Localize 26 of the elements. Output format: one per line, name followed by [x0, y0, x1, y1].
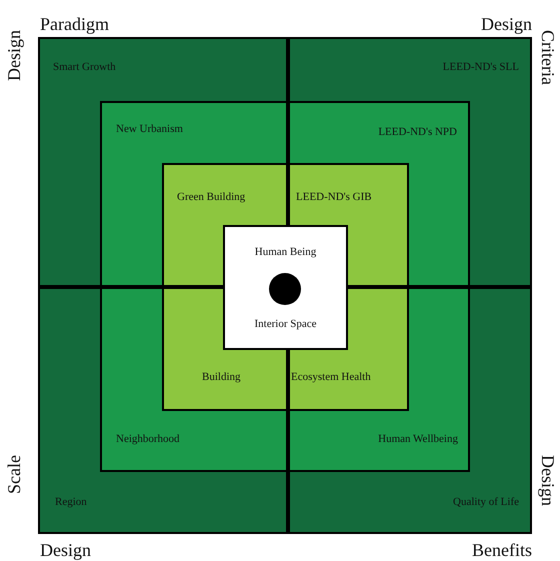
- quadrant-label: LEED-ND's NPD: [378, 126, 457, 139]
- quadrant-label: Human Wellbeing: [378, 433, 458, 446]
- quadrant-label: Quality of Life: [453, 496, 519, 509]
- square-panel: [100, 101, 470, 472]
- square-panel: [162, 163, 409, 411]
- square-panel: [38, 37, 532, 534]
- axis-label: Scale: [4, 455, 24, 494]
- axis-label: Criteria: [538, 30, 558, 85]
- quadrant-label: Green Building: [177, 191, 246, 204]
- quadrant-label: Ecosystem Health: [291, 371, 371, 384]
- axis-label: Design: [481, 14, 532, 34]
- axis-label: Design: [40, 540, 91, 560]
- axis-label: Design: [538, 455, 558, 506]
- quadrant-label: New Urbanism: [116, 123, 183, 136]
- center-label: Interior Space: [254, 318, 318, 331]
- quadrant-label: Smart Growth: [53, 61, 116, 74]
- axis-label: Paradigm: [40, 14, 109, 34]
- axis-label: Design: [4, 30, 24, 81]
- quadrant-label: LEED-ND's GIB: [296, 191, 372, 204]
- quadrant-label: Building: [202, 371, 241, 384]
- quadrant-label: Region: [55, 496, 87, 509]
- axis-label: Benefits: [472, 540, 532, 560]
- center-label: Human Being: [254, 246, 318, 259]
- quadrant-label: LEED-ND's SLL: [442, 61, 519, 74]
- center-box: [223, 225, 348, 350]
- quadrant-label: Neighborhood: [116, 433, 180, 446]
